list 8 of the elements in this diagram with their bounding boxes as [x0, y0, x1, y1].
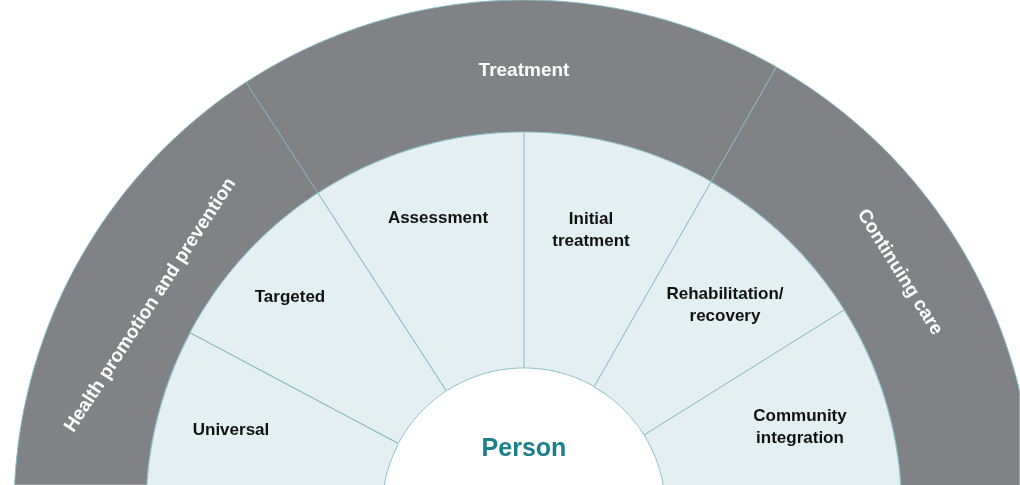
segment-label: Rehabilitation/ recovery [665, 282, 785, 327]
segment-label: Initial treatment [551, 207, 631, 252]
center-label: Person [481, 431, 567, 463]
segment-label: Community integration [752, 404, 848, 449]
segment-label: Assessment [386, 206, 490, 229]
band-label: Treatment [478, 57, 570, 82]
segment-label: Universal [191, 418, 271, 441]
segment-label: Targeted [253, 285, 327, 308]
